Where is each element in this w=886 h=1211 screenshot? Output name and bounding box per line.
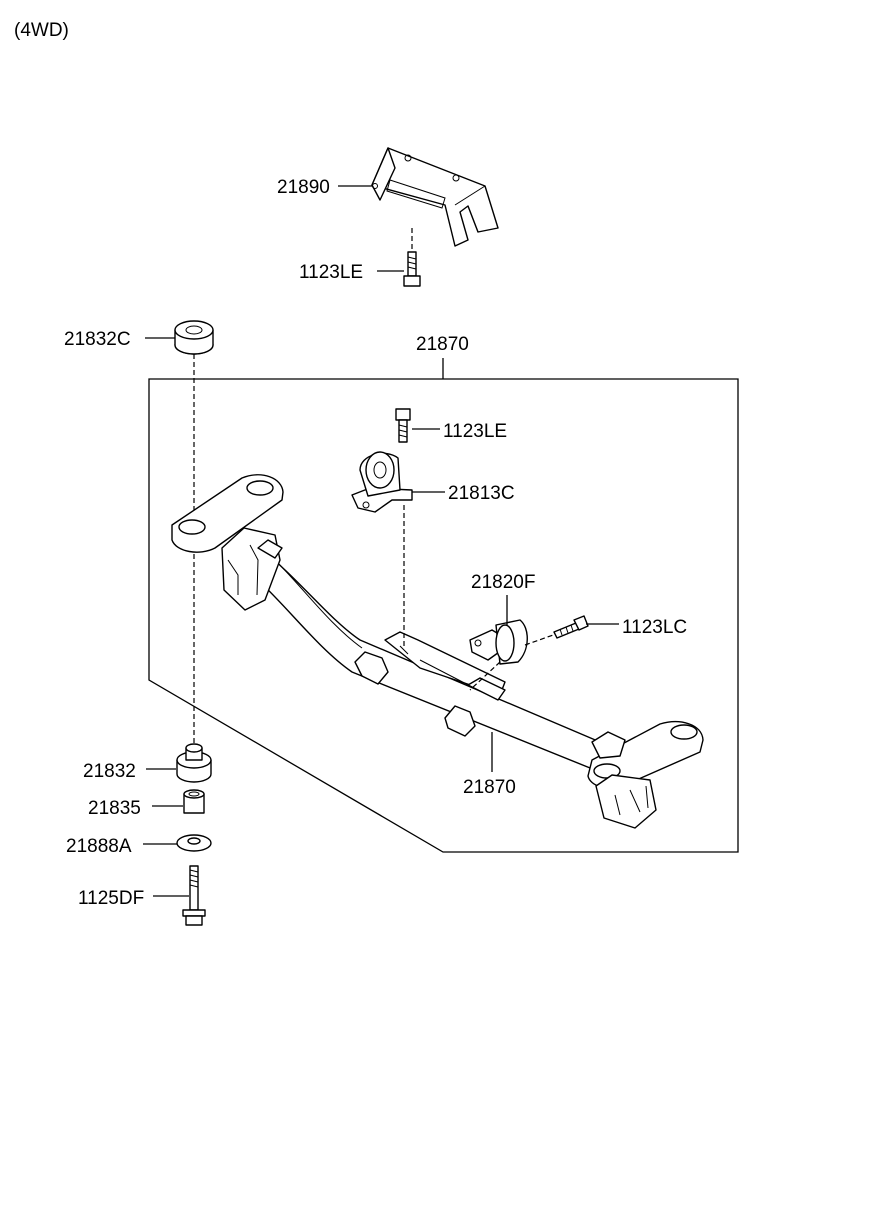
bolt-1125df bbox=[182, 865, 206, 926]
label-1123le-top: 1123LE bbox=[299, 262, 363, 283]
label-1123le-mid: 1123LE bbox=[443, 421, 507, 442]
bolt-1123le-top bbox=[403, 228, 421, 287]
bolt-1123le-mid bbox=[395, 408, 411, 443]
label-21870-bottom: 21870 bbox=[463, 777, 516, 798]
sleeve-21835 bbox=[183, 789, 205, 814]
bushing-21832c bbox=[174, 320, 214, 355]
label-21832: 21832 bbox=[83, 761, 136, 782]
label-21820f: 21820F bbox=[471, 572, 535, 593]
label-1125df: 1125DF bbox=[78, 888, 144, 909]
mount-21820f bbox=[469, 619, 528, 665]
variant-note: (4WD) bbox=[14, 20, 69, 41]
label-1123lc: 1123LC bbox=[622, 617, 687, 638]
mount-21813c bbox=[351, 451, 413, 513]
label-21813c: 21813C bbox=[448, 483, 515, 504]
label-21870-top: 21870 bbox=[416, 334, 469, 355]
crossmember-21870 bbox=[171, 474, 704, 829]
label-21835: 21835 bbox=[88, 798, 141, 819]
bushing-21832 bbox=[176, 743, 212, 783]
assembly-boundary bbox=[148, 378, 739, 853]
label-21890: 21890 bbox=[277, 177, 330, 198]
bolt-1123lc bbox=[553, 615, 589, 639]
label-21832c: 21832C bbox=[64, 329, 131, 350]
washer-21888a bbox=[176, 834, 212, 852]
bracket-21890 bbox=[371, 147, 499, 247]
label-21888a: 21888A bbox=[66, 836, 132, 857]
